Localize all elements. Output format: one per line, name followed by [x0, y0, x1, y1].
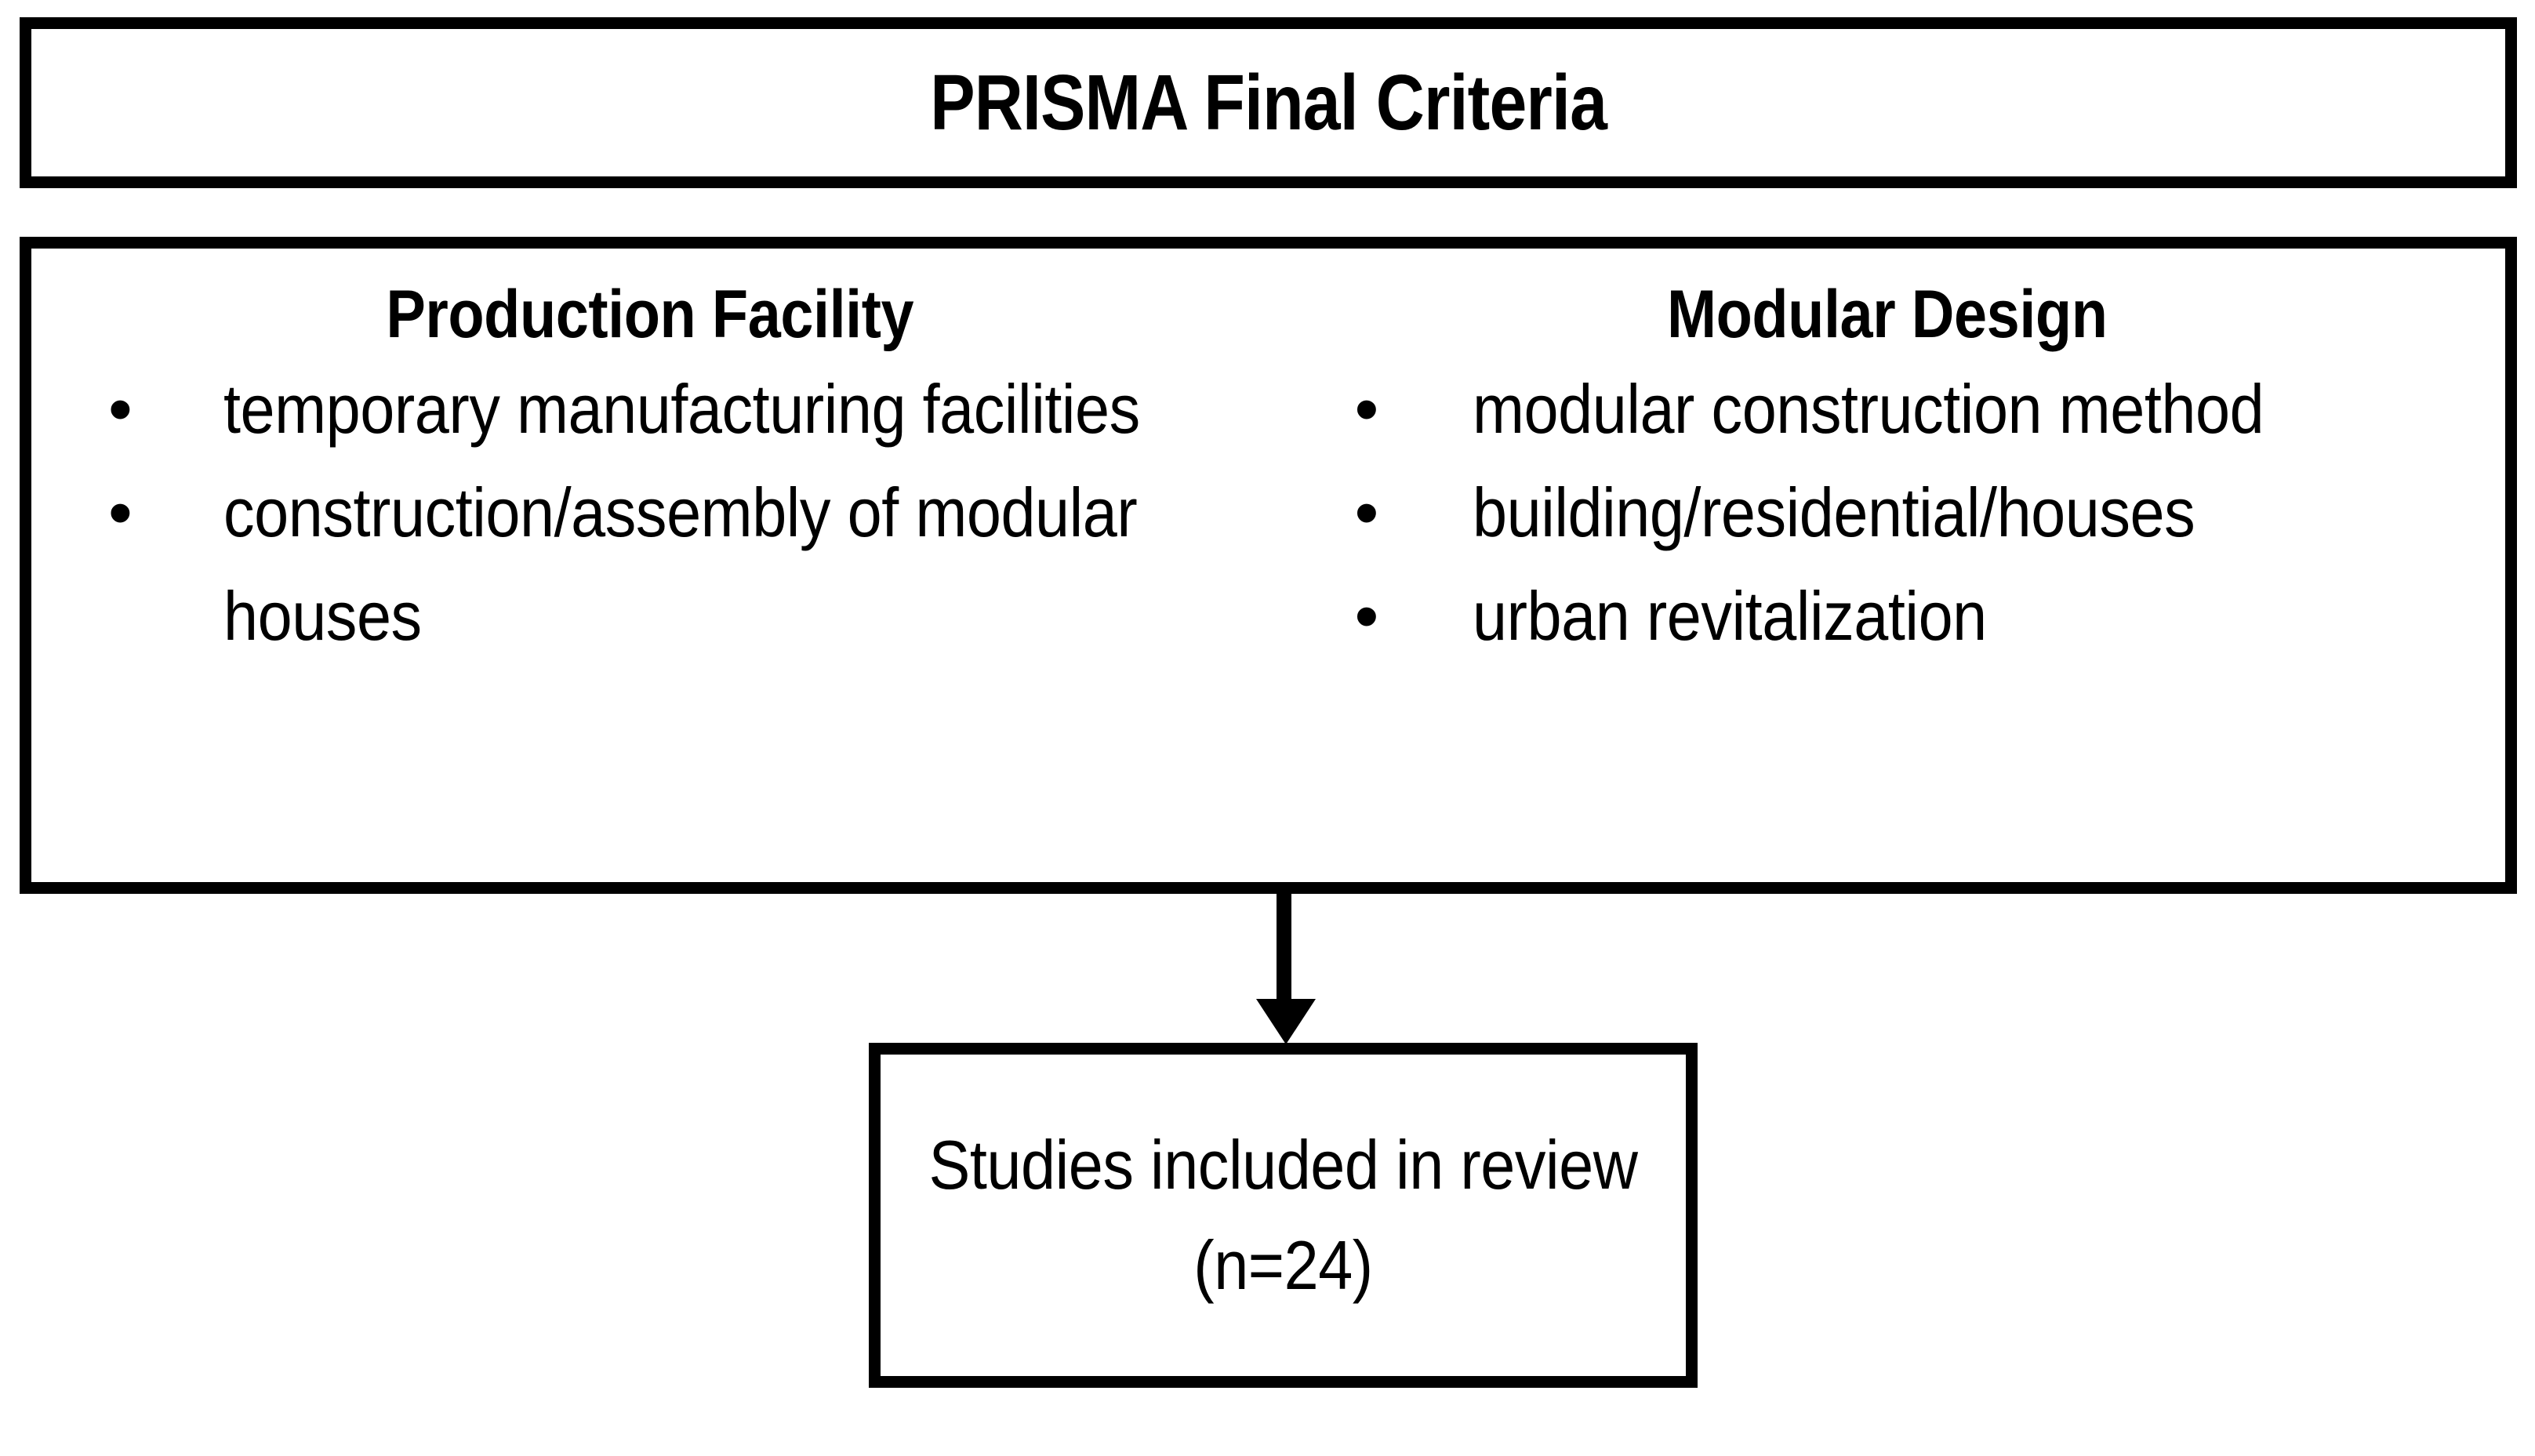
list-item-label: building/residential/houses — [1472, 473, 2195, 551]
page-title: PRISMA Final Criteria — [930, 59, 1607, 147]
column-heading-modular-design: Modular Design — [1666, 277, 2108, 352]
bullet-list-production-facility: • temporary manufacturing facilities • c… — [31, 358, 1269, 668]
list-item-label: urban revitalization — [1472, 576, 1987, 655]
column-heading-production-facility: Production Facility — [386, 277, 914, 352]
criteria-column-production-facility: Production Facility • temporary manufact… — [31, 249, 1269, 882]
list-item-label: temporary manufacturing facilities — [223, 369, 1140, 448]
studies-included-box: Studies included in review (n=24) — [869, 1043, 1698, 1388]
prisma-title-box: PRISMA Final Criteria — [20, 17, 2517, 188]
list-item-label: modular construction method — [1472, 369, 2264, 448]
criteria-columns: Production Facility • temporary manufact… — [31, 249, 2505, 882]
list-item-label: construction/assembly of modular houses — [223, 473, 1138, 655]
bullet-dot-icon: • — [108, 473, 133, 551]
final-criteria-box: Production Facility • temporary manufact… — [20, 237, 2517, 894]
down-arrow-icon — [1256, 892, 1316, 1044]
bullet-dot-icon: • — [1354, 576, 1379, 655]
bullet-dot-icon: • — [1354, 473, 1379, 551]
studies-included-label: Studies included in review (n=24) — [928, 1126, 1638, 1304]
list-item: • temporary manufacturing facilities — [31, 358, 1269, 461]
list-item: • urban revitalization — [1269, 565, 2506, 668]
criteria-column-modular-design: Modular Design • modular construction me… — [1269, 249, 2506, 882]
bullet-list-modular-design: • modular construction method • building… — [1269, 358, 2506, 668]
bullet-dot-icon: • — [108, 369, 133, 448]
list-item: • construction/assembly of modular house… — [31, 461, 1269, 668]
list-item: • modular construction method — [1269, 358, 2506, 461]
bullet-dot-icon: • — [1354, 369, 1379, 448]
list-item: • building/residential/houses — [1269, 461, 2506, 565]
